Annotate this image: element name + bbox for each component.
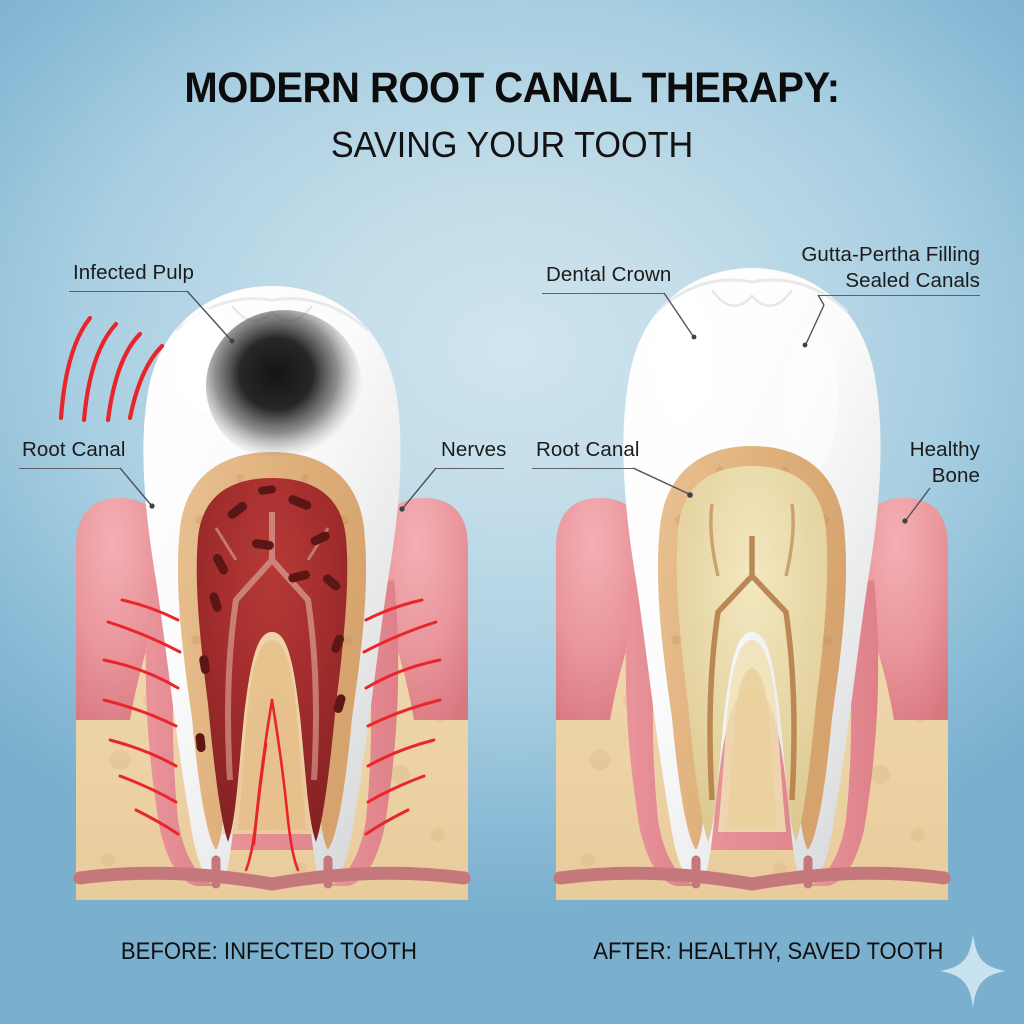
pain-wave-arcs-icon <box>58 315 165 423</box>
label-gutta-line1: Gutta-Pertha Filling <box>801 243 980 266</box>
label-underline-root-canal-left <box>19 468 120 469</box>
sealed-canal-lines <box>707 536 797 801</box>
label-underline-root-canal-right <box>532 468 633 469</box>
label-dental-crown: Dental Crown <box>546 263 672 286</box>
label-underline-gutta <box>818 295 980 296</box>
label-underline-dental-crown <box>542 293 664 294</box>
label-healthy-bone: Healthy Bone <box>880 437 980 489</box>
label-infected-pulp: Infected Pulp <box>73 261 194 284</box>
after-panel <box>512 0 1024 1024</box>
label-healthy-line2: Bone <box>931 464 980 487</box>
infected-tooth-illustration <box>58 286 471 900</box>
before-panel <box>58 286 471 900</box>
label-gutta-line2: Sealed Canals <box>845 269 980 292</box>
bacteria-cluster <box>195 485 346 753</box>
label-gutta-percha-filling: Gutta-Pertha Filling Sealed Canals <box>790 242 980 294</box>
nerve-fibers-right <box>362 598 442 836</box>
treated-tooth-illustration <box>553 268 951 900</box>
nerve-fibers-left <box>102 598 182 836</box>
page-subtitle: SAVING YOUR TOOTH <box>330 124 694 165</box>
decay-spot-icon <box>206 310 362 462</box>
caption-before: BEFORE: INFECTED TOOTH <box>120 938 417 965</box>
caption-after: AFTER: HEALTHY, SAVED TOOTH <box>593 938 944 965</box>
label-root-canal-left: Root Canal <box>22 438 126 461</box>
label-healthy-line1: Healthy <box>909 438 980 461</box>
sparkle-icon <box>940 934 1006 1008</box>
label-underline-nerves <box>436 468 504 469</box>
label-underline-infected-pulp <box>69 291 187 292</box>
label-nerves: Nerves <box>441 438 507 461</box>
page-title: MODERN ROOT CANAL THERAPY: <box>184 64 840 112</box>
label-root-canal-right: Root Canal <box>536 438 640 461</box>
